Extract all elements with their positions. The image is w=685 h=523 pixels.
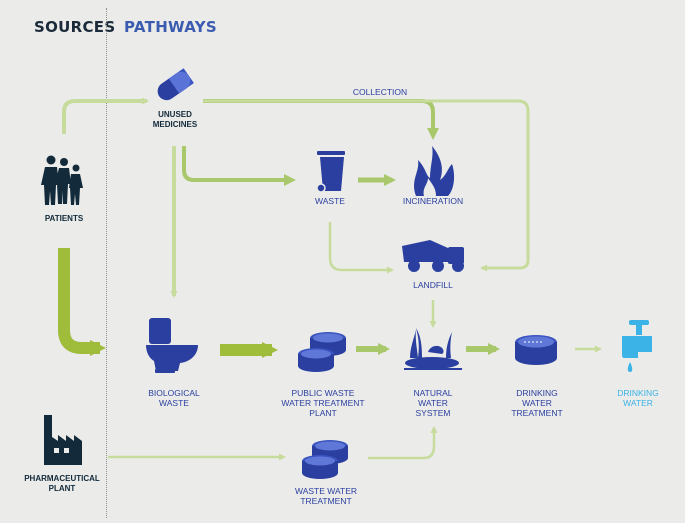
marsh-icon xyxy=(404,328,462,370)
unused-medicines-label: UNUSED MEDICINES xyxy=(152,110,198,129)
trash-bin-icon xyxy=(316,151,345,193)
drinking-tank-icon xyxy=(515,335,557,365)
factory-icon xyxy=(44,415,82,465)
collection-label: COLLECTION xyxy=(352,87,408,97)
dump-truck-icon xyxy=(402,240,464,272)
public-wwtp-label: PUBLIC WASTE WATER TREATMENT PLANT xyxy=(281,388,365,418)
drinking-treatment-label: DRINKING WATER TREATMENT xyxy=(511,388,563,418)
landfill-label: LANDFILL xyxy=(413,280,453,290)
natural-water-label: NATURAL WATER SYSTEM xyxy=(413,388,453,418)
treatment-tank-icon xyxy=(298,332,346,372)
wwt-label: WASTE WATER TREATMENT xyxy=(294,486,357,506)
people-icon xyxy=(41,155,83,205)
pathways-header: PATHWAYS xyxy=(124,18,217,36)
pharma-plant-label: PHARMACEUTICAL PLANT xyxy=(24,474,100,493)
biological-waste-label: BIOLOGICAL WASTE xyxy=(148,388,200,408)
arrow-patients-to-medicines xyxy=(62,97,149,134)
arrow-waste-to-landfill xyxy=(328,222,394,274)
arrow-wwt-to-water xyxy=(368,426,438,460)
flame-icon xyxy=(414,146,455,196)
sources-header: SOURCES xyxy=(34,18,116,36)
faucet-icon xyxy=(622,320,652,372)
arrow-medicines-to-waste xyxy=(182,146,296,186)
arrow-patients-to-biological xyxy=(58,248,106,356)
waste-tank-icon xyxy=(302,440,348,479)
patients-label: PATIENTS xyxy=(44,214,84,223)
pill-icon xyxy=(157,68,194,101)
arrow-collection-to-incineration xyxy=(203,99,439,140)
arrow-collection-to-landfill xyxy=(203,99,530,272)
incineration-label: INCINERATION xyxy=(402,196,464,206)
toilet-icon xyxy=(146,318,198,373)
column-divider xyxy=(106,8,107,518)
waste-label: WASTE xyxy=(315,196,345,206)
drinking-water-label: DRINKING WATER xyxy=(617,388,659,408)
